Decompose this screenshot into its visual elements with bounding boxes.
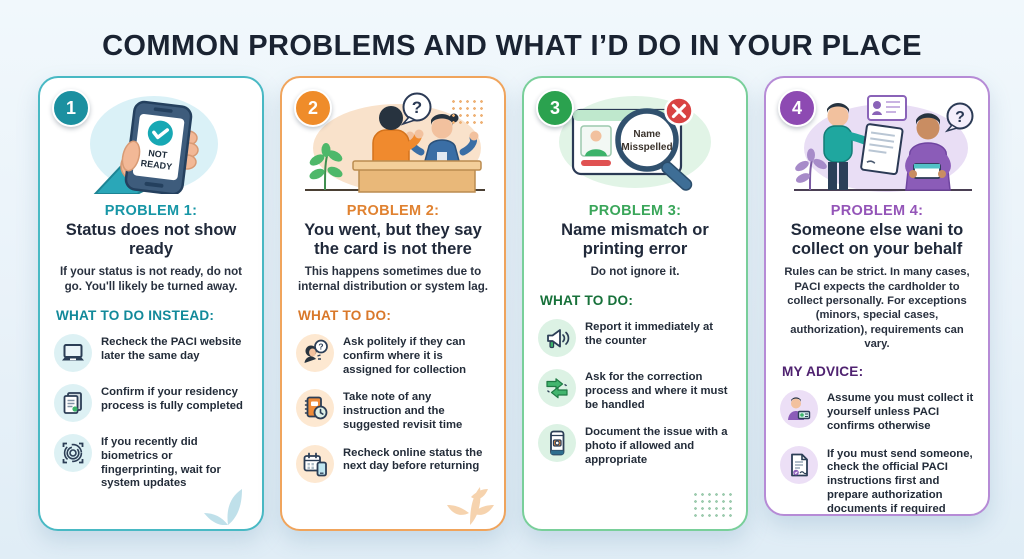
- plant: [795, 148, 827, 191]
- problem-title: You went, but they say the card is not t…: [304, 221, 482, 258]
- phone-status-text-line2: READY: [140, 158, 172, 172]
- problem-title: Name mismatch or printing error: [561, 221, 709, 258]
- card-problem-4: 4: [764, 76, 990, 516]
- list-item-text: If you recently did biometrics or finger…: [101, 435, 221, 490]
- megaphone-icon: [538, 319, 576, 358]
- phone: NOT READY: [124, 100, 193, 194]
- wheat-decor: [447, 487, 494, 525]
- fingerprint-icon: [54, 433, 92, 472]
- problem-description: If your status is not ready, do not go. …: [59, 265, 243, 294]
- list-item: Ask for the correction process and where…: [538, 369, 732, 412]
- svg-text:?: ?: [318, 341, 323, 351]
- problem-description: This happens sometimes due to internal d…: [297, 265, 489, 294]
- list-item: Assume you must collect it yourself unle…: [780, 390, 974, 433]
- id-card-magnifier-illustration: Name Misspelled: [534, 90, 736, 194]
- card-2-number-badge: 2: [294, 89, 332, 127]
- question-mark: ?: [412, 98, 422, 117]
- list-item-text: Ask politely if they can confirm where i…: [343, 335, 467, 376]
- list-item: If you must send someone, check the offi…: [780, 445, 974, 515]
- thumb: [121, 140, 141, 172]
- counter-desk: [352, 160, 482, 193]
- list-item: Report it immediately at the counter: [538, 319, 732, 358]
- list-item-text: Document the issue with a photo if allow…: [585, 426, 728, 467]
- problem-description: Rules can be strict. In many cases, PACI…: [784, 266, 970, 350]
- authorization-document-icon: [780, 445, 818, 484]
- counter-conversation-illustration: ?: [292, 90, 494, 194]
- process-arrows-icon: [538, 369, 576, 408]
- check-circle: [147, 120, 173, 146]
- person-card-icon: [780, 390, 818, 429]
- document-handover-illustration: ?: [776, 90, 978, 194]
- receiver-person: [905, 113, 951, 191]
- document: [860, 123, 904, 176]
- list-item: Confirm if your residency process is ful…: [54, 383, 248, 422]
- list-item-text: Ask for the correction process and where…: [585, 371, 728, 411]
- problem-title: Status does not show ready: [65, 221, 237, 258]
- id-badge-icon: [867, 95, 907, 121]
- magnifier-text-line1: Name: [633, 129, 661, 140]
- list-item-text: Recheck the PACI website later the same …: [101, 335, 242, 362]
- giver-person: [823, 103, 875, 190]
- ask-politely-icon: ?: [296, 333, 334, 372]
- list-item: Recheck online status the next day befor…: [296, 444, 490, 483]
- error-badge: [664, 96, 694, 126]
- calendar-phone-icon: [296, 444, 334, 483]
- section-label: WHAT TO DO INSTEAD:: [56, 307, 215, 323]
- list-item: If you recently did biometrics or finger…: [54, 433, 248, 491]
- card-problem-2: 2: [280, 76, 506, 531]
- problem-label: PROBLEM 4:: [830, 203, 924, 219]
- card-3-number-badge: 3: [536, 89, 574, 127]
- card-1-number-badge: 1: [52, 89, 90, 127]
- phone-camera-icon: [538, 424, 576, 463]
- list-item: ? Ask politely if they can confirm where…: [296, 333, 490, 377]
- magnifier: Name Misspelled: [615, 108, 693, 191]
- list-item-text: Report it immediately at the counter: [585, 321, 714, 347]
- card-problem-1: 1 NOT: [38, 76, 264, 531]
- advice-list: Report it immediately at the counter Ask…: [536, 319, 734, 468]
- problem-title: Someone else wani to collect on your beh…: [790, 221, 964, 258]
- problem-label: PROBLEM 2:: [346, 203, 440, 219]
- list-item-text: Assume you must collect it yourself unle…: [827, 392, 974, 432]
- laptop-icon: [54, 333, 92, 372]
- list-item-text: Confirm if your residency process is ful…: [101, 385, 243, 412]
- phone-status-text-line1: NOT: [148, 148, 169, 160]
- problem-label: PROBLEM 3:: [588, 203, 682, 219]
- hand-holding-phone-illustration: NOT READY: [50, 90, 252, 194]
- advice-list: ? Ask politely if they can confirm where…: [294, 333, 492, 483]
- problem-description: Do not ignore it.: [590, 265, 680, 279]
- list-item-text: Take note of any instruction and the sug…: [343, 391, 463, 431]
- advice-list: Assume you must collect it yourself unle…: [778, 390, 976, 515]
- list-item: Recheck the PACI website later the same …: [54, 333, 248, 372]
- magnifier-text-line2: Misspelled: [621, 142, 672, 153]
- section-label: MY ADVICE:: [782, 364, 864, 380]
- problem-label: PROBLEM 1:: [104, 203, 198, 219]
- cards-row: 1 NOT: [0, 76, 1024, 531]
- card-4-number-badge: 4: [778, 89, 816, 127]
- list-item-text: Recheck online status the next day befor…: [343, 446, 483, 473]
- notebook-clock-icon: [296, 389, 334, 428]
- list-item-text: If you must send someone, check the offi…: [827, 447, 973, 515]
- list-item: Take note of any instruction and the sug…: [296, 389, 490, 432]
- documents-icon: [54, 383, 92, 422]
- question-bubble: ?: [944, 102, 974, 133]
- dots-decor: [450, 98, 484, 124]
- list-item: Document the issue with a photo if allow…: [538, 424, 732, 467]
- section-label: WHAT TO DO:: [540, 293, 634, 309]
- dots-decor: [692, 491, 734, 519]
- check-icon: [152, 128, 170, 140]
- page-title: COMMON PROBLEMS AND WHAT I’D DO IN YOUR …: [102, 30, 922, 62]
- advice-list: Recheck the PACI website later the same …: [52, 333, 250, 491]
- section-label: WHAT TO DO:: [298, 307, 392, 323]
- leaf-decor: [204, 489, 242, 525]
- question-mark: ?: [955, 109, 965, 126]
- card-problem-3: 3: [522, 76, 748, 531]
- plant: [309, 143, 343, 191]
- question-bubble: ?: [400, 92, 432, 126]
